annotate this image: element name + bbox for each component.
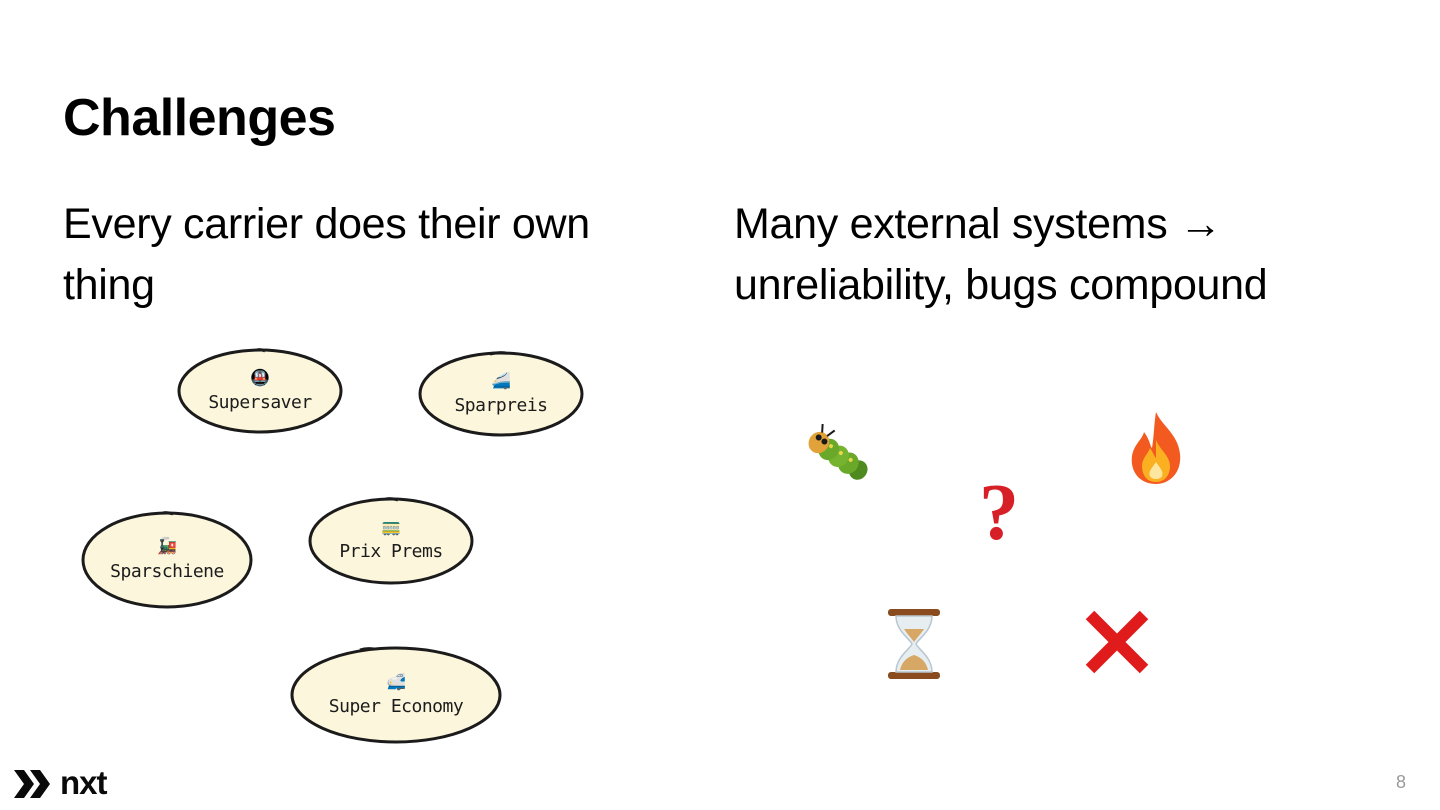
cross-mark-icon xyxy=(1085,610,1149,674)
chevron-logo-icon xyxy=(14,770,50,798)
page-number: 8 xyxy=(1395,772,1406,792)
ellipse-shape xyxy=(418,351,584,437)
ellipse-shape xyxy=(177,348,343,434)
left-column-text: Every carrier does their own thing xyxy=(63,200,590,309)
steam-locomotive-icon: 🚂 xyxy=(157,536,177,555)
fare-label: Sparpreis xyxy=(454,395,548,416)
fare-label: Super Economy xyxy=(328,696,464,717)
fare-label: Sparschiene xyxy=(110,561,224,582)
fire-icon xyxy=(1131,412,1181,484)
fare-sparpreis: 🚄 Sparpreis xyxy=(418,351,584,437)
ellipse-shape xyxy=(81,511,253,609)
ellipse-shape xyxy=(290,646,502,744)
logo-text: nxt xyxy=(60,764,107,801)
hourglass-icon xyxy=(888,609,940,679)
fare-super-economy: 🚅 Super Economy xyxy=(290,646,502,744)
question-mark-icon: ? xyxy=(979,469,1019,557)
fare-label: Prix Prems xyxy=(339,541,443,562)
brand-logo: nxt xyxy=(12,764,107,802)
bug-icon xyxy=(808,424,868,480)
tram-icon: 🚃 xyxy=(381,517,401,536)
right-column-text: Many external systems → unreliability, b… xyxy=(734,200,1268,309)
fare-supersaver: 🚇 Supersaver xyxy=(177,348,343,434)
metro-train-icon: 🚇 xyxy=(250,368,270,387)
fare-label: Supersaver xyxy=(208,392,312,413)
fare-prix-prems: 🚃 Prix Prems xyxy=(308,497,474,585)
bullet-train-icon: 🚅 xyxy=(386,672,406,691)
high-speed-train-icon: 🚄 xyxy=(491,371,511,390)
slide-title: Challenges xyxy=(63,89,336,147)
fare-sparschiene: 🚂 Sparschiene xyxy=(81,511,253,609)
ellipse-shape xyxy=(308,497,474,585)
